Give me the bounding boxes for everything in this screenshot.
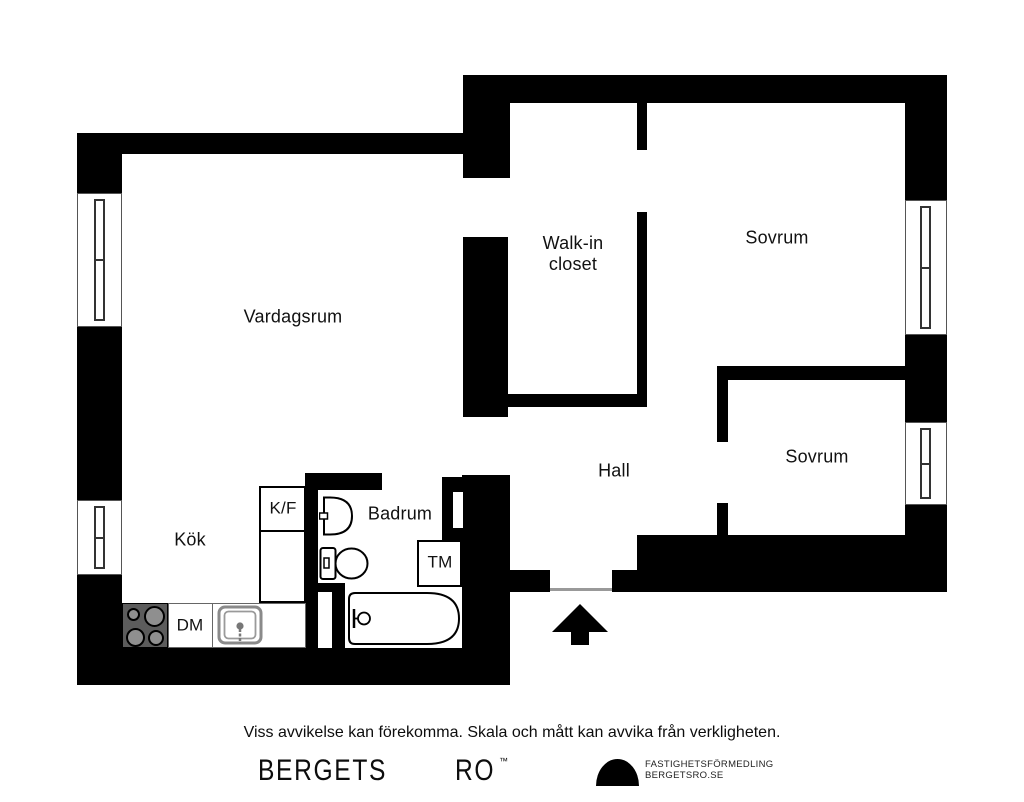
room-label-sovrum-1: Sovrum: [745, 227, 809, 248]
window-glass-icon: [920, 428, 931, 499]
window-kok: [77, 500, 122, 575]
wall-segment: [305, 583, 345, 592]
burner-icon: [147, 630, 164, 646]
washing-machine-box: [417, 540, 462, 587]
wall-segment: [508, 394, 647, 407]
sink-icon: [217, 605, 263, 645]
wall-segment: [463, 237, 508, 417]
wall-segment: [905, 335, 947, 422]
bathtub-icon: [348, 592, 461, 645]
wall-segment: [77, 648, 510, 685]
entrance-arrow-icon: [552, 604, 608, 645]
wash-basin-icon: [319, 496, 354, 536]
room-label-hall: Hall: [598, 460, 630, 481]
entrance-threshold: [550, 588, 612, 591]
wall-segment: [637, 103, 647, 150]
wall-segment: [77, 133, 122, 193]
burner-icon: [127, 608, 140, 621]
window-sovrum-2: [905, 422, 947, 505]
label-fridge-freezer: K/F: [269, 498, 297, 518]
wall-segment: [332, 592, 345, 650]
wall-segment: [77, 327, 122, 500]
brand-word-bergets: BERGETS: [258, 754, 388, 787]
wall-segment: [717, 366, 905, 380]
wall-segment: [463, 75, 947, 103]
room-label-sovrum-2: Sovrum: [785, 446, 849, 467]
dishwasher-box: [168, 603, 213, 648]
trademark-symbol: ™: [499, 756, 508, 766]
wall-segment: [510, 570, 550, 592]
wall-segment: [305, 473, 382, 490]
wall-segment: [717, 366, 728, 442]
wall-segment: [612, 570, 947, 592]
label-washing-machine: TM: [427, 552, 453, 572]
agency-website: BERGETSRO.SE: [645, 770, 724, 781]
window-sovrum-1: [905, 200, 947, 335]
wall-segment: [463, 75, 510, 178]
agency-dome-logo-icon: [596, 759, 639, 786]
disclaimer-text: Viss avvikelse kan förekomma. Skala och …: [243, 724, 781, 741]
window-glass-icon: [94, 199, 105, 321]
burner-icon: [125, 628, 145, 647]
agency-name: FASTIGHETSFÖRMEDLING: [645, 759, 774, 770]
wall-segment: [717, 503, 728, 535]
room-label-vardagsrum: Vardagsrum: [243, 306, 343, 327]
toilet-icon: [319, 547, 369, 580]
window-glass-icon: [94, 506, 105, 569]
wall-segment: [905, 75, 947, 200]
label-dishwasher: DM: [176, 615, 204, 635]
room-label-walk-in-closet: Walk-in closet: [542, 233, 604, 274]
window-glass-icon: [920, 206, 931, 329]
room-label-badrum: Badrum: [367, 503, 433, 524]
stove-icon: [122, 603, 168, 648]
window-vardagsrum: [77, 193, 122, 327]
cabinet-divider: [261, 530, 304, 532]
fridge-freezer-cabinet: [259, 486, 306, 603]
shaft-niche: [453, 492, 463, 528]
wall-segment: [77, 133, 463, 154]
wall-segment: [462, 475, 510, 685]
burner-icon: [144, 605, 165, 627]
brand-word-ro: RO: [455, 754, 496, 787]
wall-segment: [637, 212, 647, 407]
room-label-kok: Kök: [174, 529, 206, 550]
wall-segment: [305, 473, 318, 650]
